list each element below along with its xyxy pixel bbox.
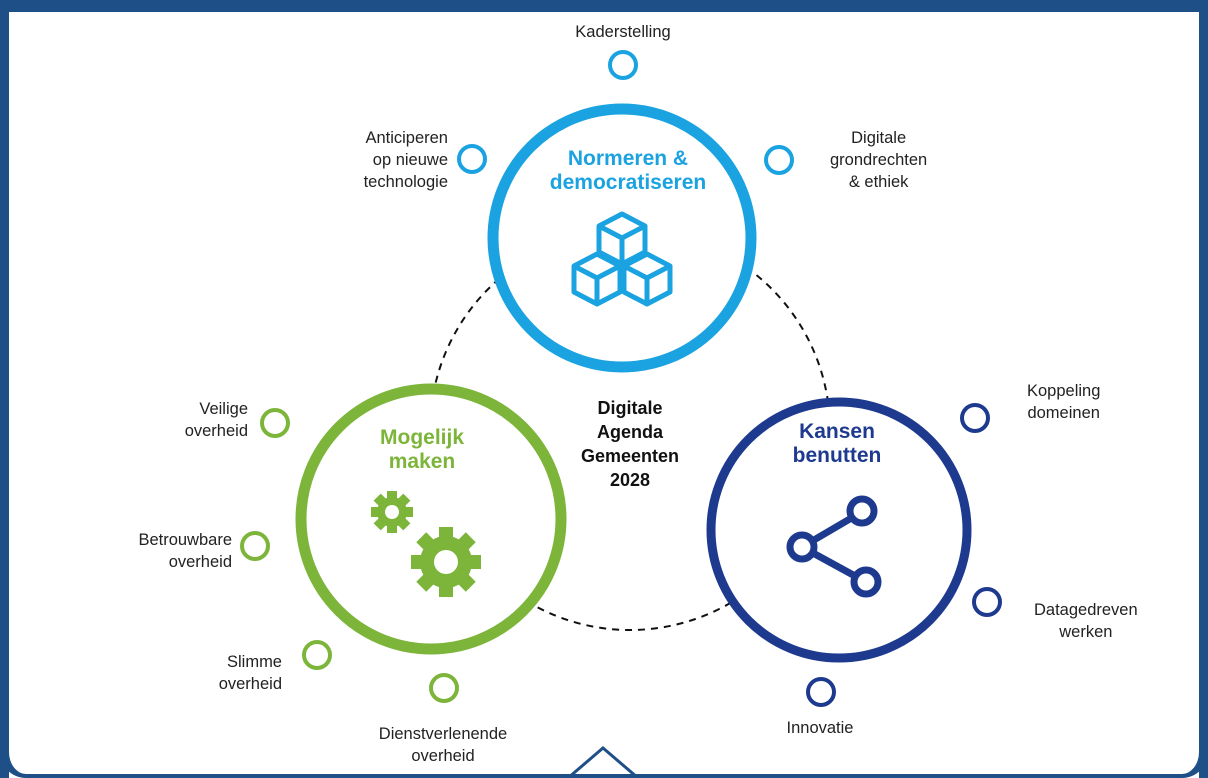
hub-line4: 2028 [609,470,651,490]
node-koppeling [960,403,990,433]
frame-border-bottom [0,738,1208,778]
label-slimme-line2: overheid [218,675,282,693]
normeren-title-line2: democratiseren [549,171,707,194]
label-dienstverlenende-line2: overheid [411,747,475,765]
normeren-title: Normeren & democratiseren [550,147,706,195]
label-dienstverlenende: Dienstverlenende overheid [379,723,507,767]
label-innovatie: Innovatie [786,719,854,737]
bottom-notch [567,746,639,778]
label-veilige-line2: overheid [184,422,248,440]
kansen-circle [706,397,972,663]
kansen-title-line1: Kansen [799,420,875,443]
node-veilige [260,408,290,438]
label-digitale-line1: Digitale [851,129,907,147]
node-datagedreven [972,587,1002,617]
label-betrouwbare: Betrouwbare overheid [138,529,232,573]
label-kaderstelling: Kaderstelling [575,23,671,41]
label-anticiperen-line1: Anticiperen [365,129,448,147]
label-slimme: Slimme overheid [219,651,282,695]
kansen-title: Kansen benutten [793,420,882,468]
label-datagedreven-line2: werken [1059,623,1113,641]
label-veilige: Veilige overheid [185,398,248,442]
label-digitale-line2: grondrechten [830,151,928,169]
mogelijk-title: Mogelijk maken [380,426,464,474]
label-datagedreven-line1: Datagedreven [1034,601,1138,619]
mogelijk-title-line2: maken [388,450,456,473]
label-veilige-line1: Veilige [199,400,248,418]
label-koppeling-line1: Koppeling [1027,382,1101,400]
mogelijk-title-line1: Mogelijk [379,426,465,449]
hub-title: Digitale Agenda Gemeenten 2028 [581,396,679,492]
node-kaderstelling [608,50,638,80]
normeren-title-line1: Normeren & [567,147,689,170]
node-slimme [302,640,332,670]
label-anticiperen: Anticiperen op nieuwe technologie [364,127,448,193]
label-koppeling-line2: domeinen [1027,404,1100,422]
label-betrouwbare-line2: overheid [168,553,232,571]
node-innovatie [806,677,836,707]
label-koppeling: Koppeling domeinen [1027,380,1100,424]
mogelijk-circle [295,383,567,655]
label-datagedreven: Datagedreven werken [1034,599,1138,643]
label-anticiperen-line2: op nieuwe [372,151,448,169]
label-anticiperen-line3: technologie [363,173,448,191]
label-betrouwbare-line1: Betrouwbare [138,531,232,549]
node-anticiperen [457,144,487,174]
share-icon [786,495,882,598]
label-digitale-grondrechten: Digitale grondrechten & ethiek [830,127,927,193]
label-dienstverlenende-line1: Dienstverlenende [378,725,508,743]
kansen-title-line2: benutten [792,444,882,467]
hub-line2: Agenda [596,422,664,442]
label-slimme-line1: Slimme [226,653,282,671]
hub-line3: Gemeenten [580,446,680,466]
cubes-icon [571,211,673,307]
node-betrouwbare [240,531,270,561]
node-dienstverlenende [429,673,459,703]
label-digitale-line3: & ethiek [848,173,909,191]
hub-line1: Digitale [597,398,663,418]
node-digitale-grondrechten [764,145,794,175]
